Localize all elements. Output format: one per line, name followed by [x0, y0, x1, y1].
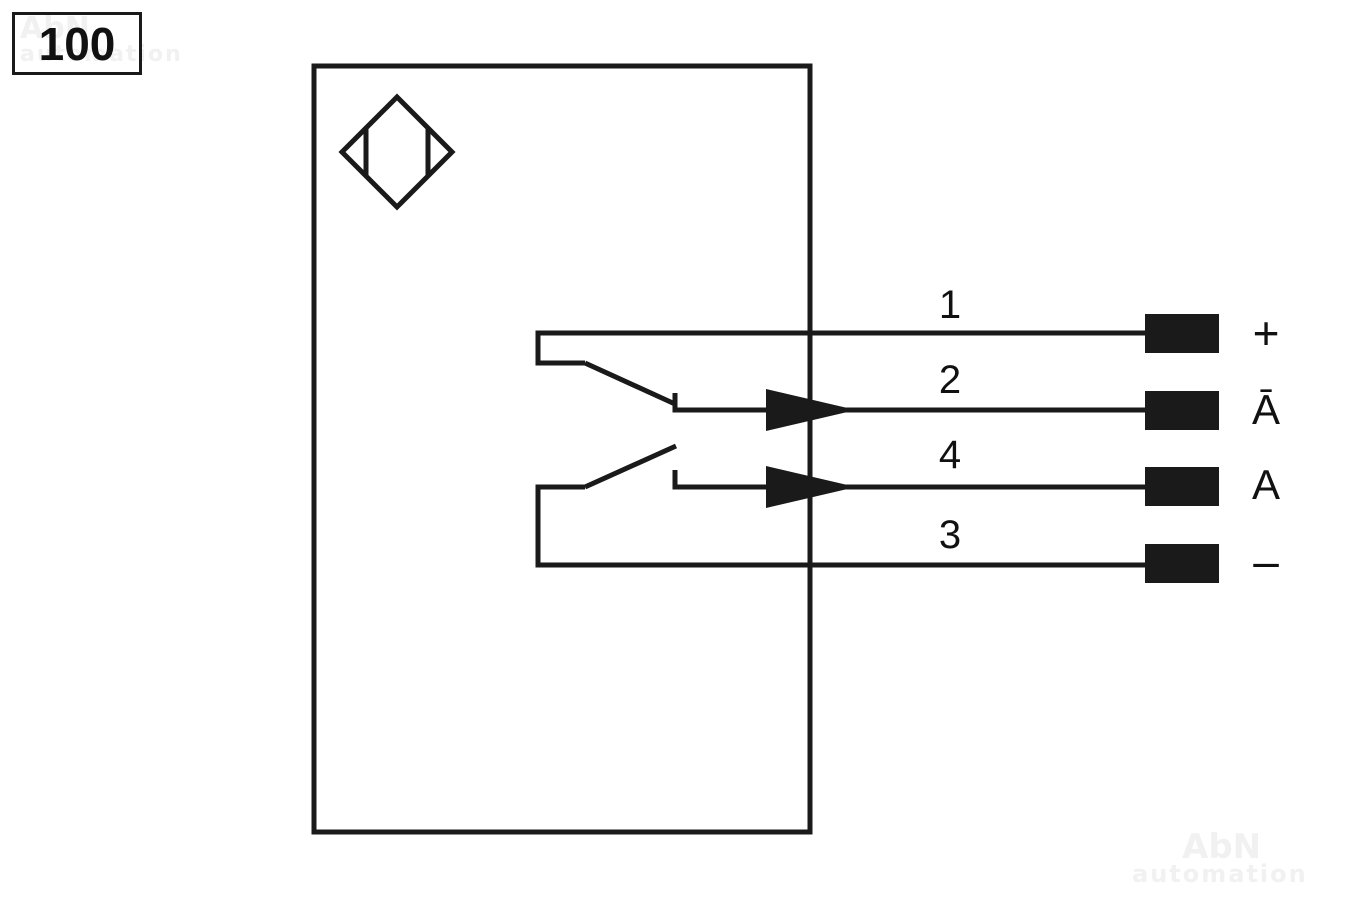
terminal-3	[1145, 544, 1219, 583]
wire-2-line	[672, 393, 1145, 413]
contact-upper	[583, 360, 677, 407]
wire-4-signal: A	[1252, 461, 1280, 508]
watermark-brand-bottom: AbN	[1182, 827, 1262, 867]
output-arrow-4-icon	[766, 466, 856, 508]
code-label: 100	[12, 12, 142, 75]
wire-1-pin: 1	[939, 283, 961, 327]
watermark-sub-bottom: automation	[1132, 860, 1308, 888]
wire-4-pin: 4	[939, 433, 961, 477]
output-arrow-2-icon	[766, 389, 856, 431]
wire-3-line	[535, 484, 1145, 568]
sensor-symbol-icon	[338, 93, 456, 211]
wire-3-signal: –	[1253, 535, 1279, 587]
wire-1-line	[535, 330, 1145, 366]
terminal-4	[1145, 467, 1219, 506]
wire-4-line	[672, 470, 1145, 490]
contact-lower	[583, 443, 678, 490]
terminal-2	[1145, 391, 1219, 430]
watermark-brand-top: AbN	[20, 11, 90, 46]
terminal-1	[1145, 314, 1219, 353]
wire-3-pin: 3	[939, 513, 961, 557]
wire-1-signal: +	[1253, 307, 1280, 359]
wire-2-pin: 2	[939, 358, 961, 402]
sensor-housing	[311, 63, 813, 835]
wire-2-signal: Ā	[1252, 386, 1280, 433]
